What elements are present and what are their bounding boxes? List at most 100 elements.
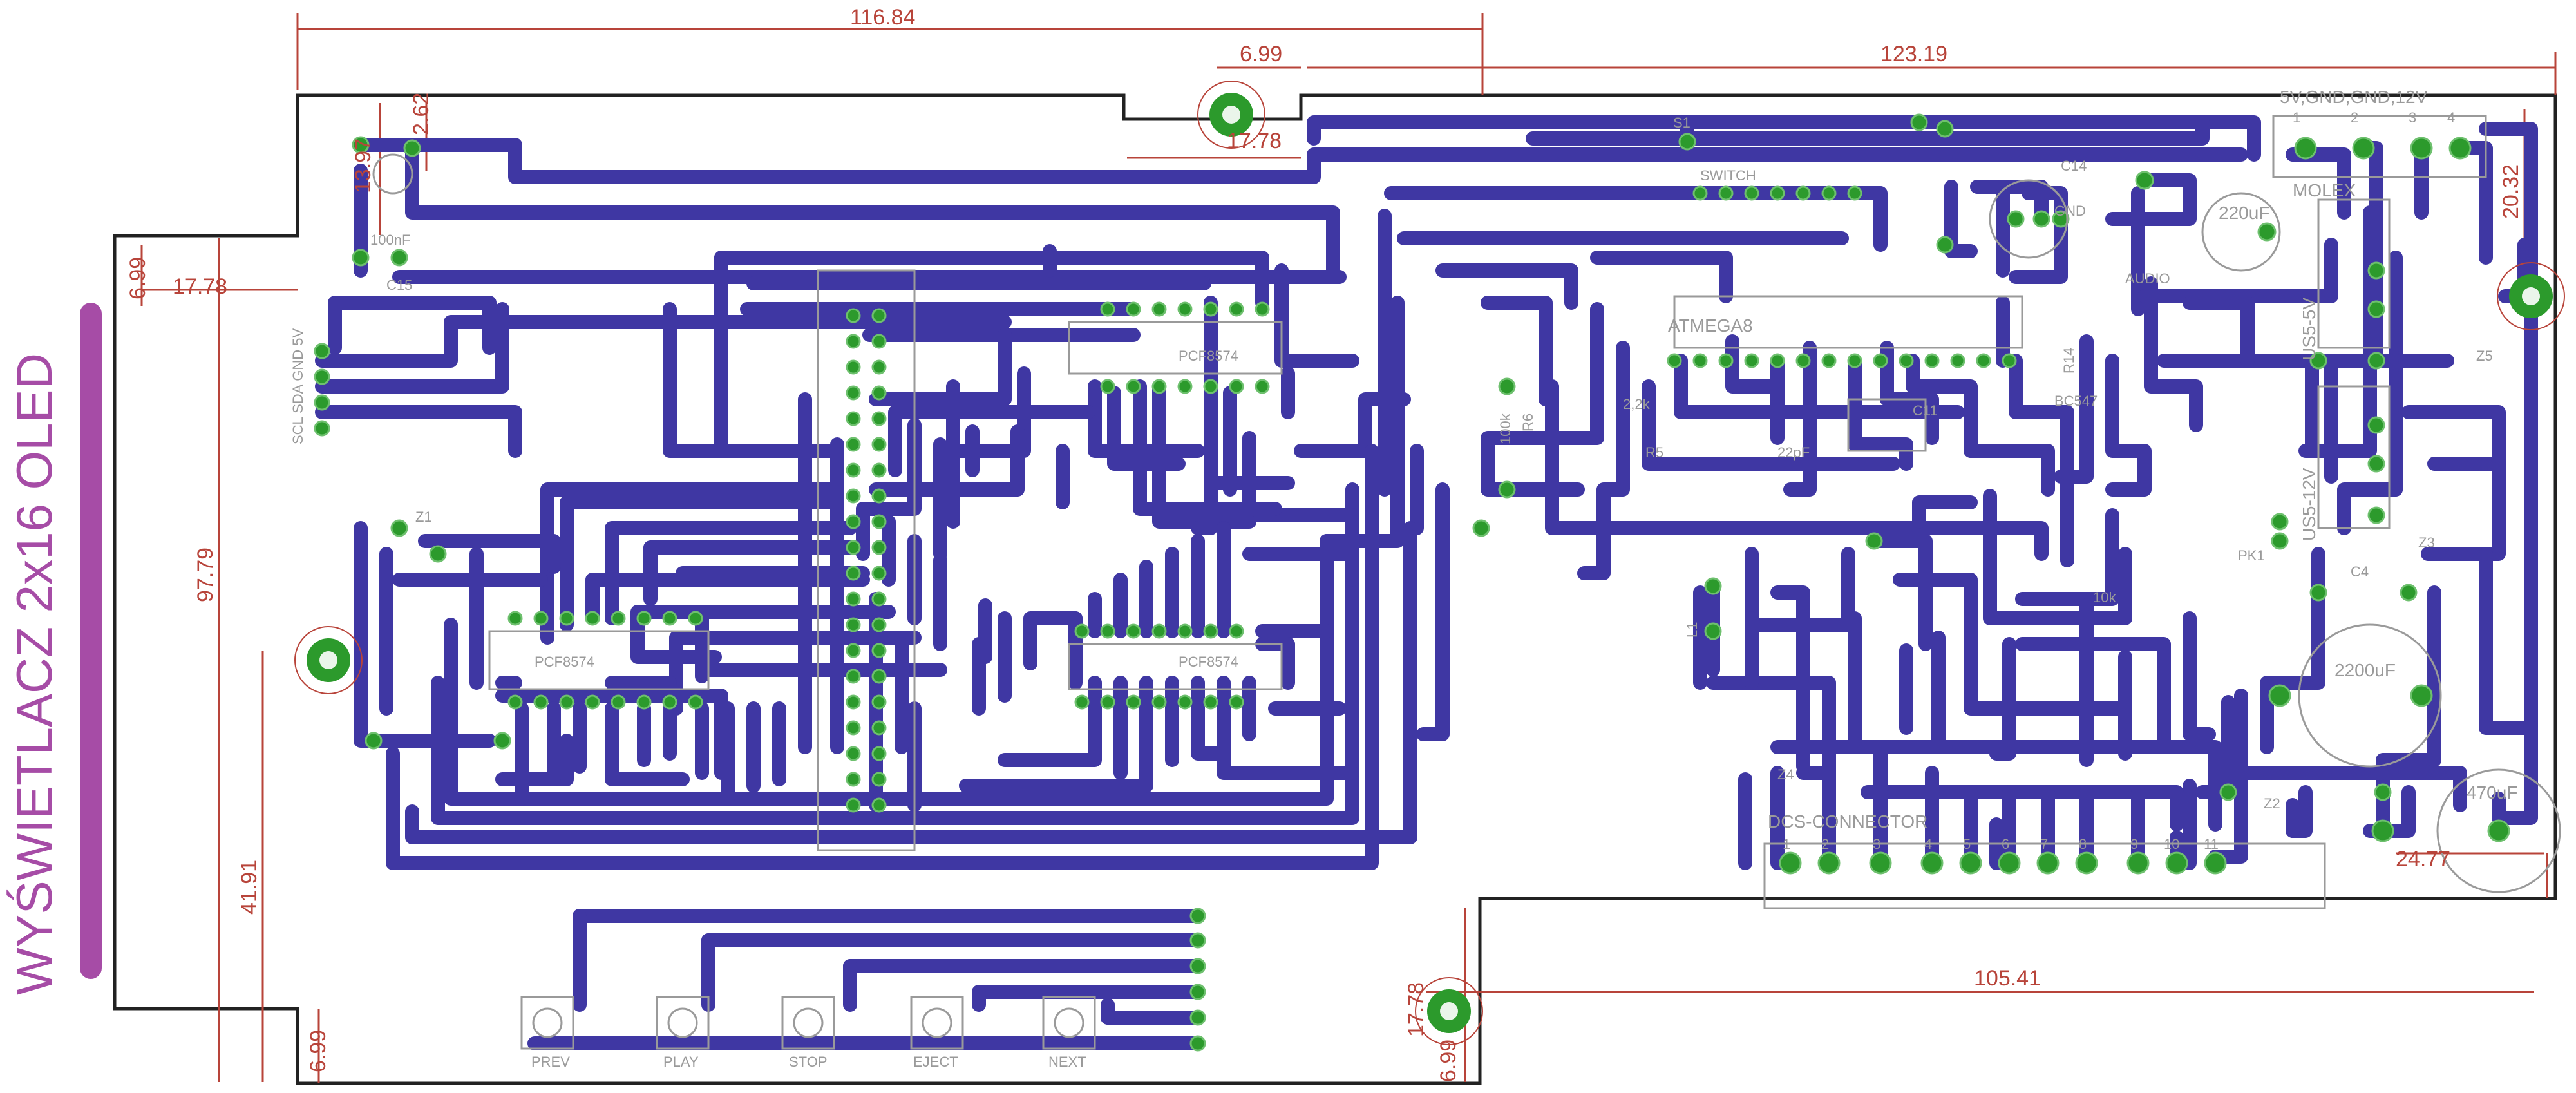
label-c15: C15 <box>386 277 412 293</box>
pads-misc <box>352 113 2510 842</box>
oled-display-bar <box>80 303 102 979</box>
label-cap-2200uf: 2200uF <box>2334 660 2396 680</box>
label-scl-header: SCL SDA GND 5V <box>290 328 306 444</box>
pin-number: 4 <box>2447 109 2455 126</box>
pads-power-header <box>2294 137 2472 160</box>
pin-number: 1 <box>1783 836 1790 852</box>
mounting-holes <box>294 81 2565 1045</box>
pads-idc <box>846 308 887 813</box>
label-switch: SWITCH <box>1700 167 1756 184</box>
label-cap-100nf: 100nF <box>370 232 410 248</box>
pin-number: 1 <box>2293 109 2300 126</box>
button-next <box>1042 996 1096 1050</box>
label-c4: C4 <box>2351 564 2369 580</box>
dim-20-32: 20.32 <box>2499 164 2523 219</box>
dim-6-99-bottom-r: 6.99 <box>1436 1040 1461 1082</box>
board-outline <box>113 93 2557 1085</box>
label-r10k: 10k <box>2093 589 2116 605</box>
label-us5-5v: US5-5V <box>2299 298 2319 361</box>
pin-number: 3 <box>2409 109 2416 126</box>
label-r6: R6 <box>1520 413 1536 432</box>
pin-number: 9 <box>2130 836 2138 852</box>
pin-number: 10 <box>2164 836 2179 852</box>
dim-6-99-top: 6.99 <box>1240 42 1282 66</box>
label-dcs-connector: DCS-CONNECTOR <box>1768 812 1927 832</box>
pin-number: 8 <box>2079 836 2087 852</box>
pin-number: 3 <box>1873 836 1880 852</box>
button-label-stop: STOP <box>789 1054 828 1070</box>
button-label-play: PLAY <box>663 1054 699 1070</box>
pin-number: 11 <box>2204 836 2219 852</box>
label-r14: R14 <box>2061 348 2077 374</box>
pin-number: 2 <box>1821 836 1829 852</box>
pads-button-header <box>1189 908 1206 1052</box>
pads-pcf-left <box>507 611 703 710</box>
button-play <box>656 996 710 1050</box>
dim-97-79: 97.79 <box>193 547 218 602</box>
button-label-prev: PREV <box>531 1054 570 1070</box>
label-c14: C14 <box>2061 158 2087 174</box>
label-gnd: GND <box>2054 203 2086 219</box>
label-z4: Z4 <box>1777 766 1794 783</box>
dim-6-99-bottom: 6.99 <box>306 1030 330 1072</box>
label-pk1: PK1 <box>2238 547 2265 564</box>
dim-13-97: 13.97 <box>351 138 375 193</box>
mounting-hole-bottom <box>1415 977 1483 1045</box>
label-r5: R5 <box>1645 444 1663 461</box>
board-title: WYŚWIETLACZ 2x16 OLED <box>6 353 62 995</box>
pin-number: 4 <box>1924 836 1932 852</box>
dim-17-78-bottom: 17.78 <box>1404 982 1428 1037</box>
mounting-hole-left <box>294 626 363 694</box>
dim-6-99-left: 6.99 <box>126 257 150 299</box>
label-l1: L1 <box>1684 622 1700 638</box>
pin-number: 6 <box>2002 836 2009 852</box>
dim-105-41: 105.41 <box>1974 966 2041 991</box>
label-power-connector: 5V,GND,GND,12V <box>2280 87 2428 107</box>
label-cap-220uf: 220uF <box>2219 203 2269 223</box>
dimension-lines <box>140 13 2557 1083</box>
dim-116-84: 116.84 <box>850 5 915 30</box>
dim-123-19: 123.19 <box>1880 42 1947 66</box>
button-label-next: NEXT <box>1048 1054 1086 1070</box>
button-stop <box>781 996 835 1050</box>
idc-header-outline <box>817 269 916 851</box>
label-atmega: ATMEGA8 <box>1668 316 1753 336</box>
pin-number: 5 <box>1963 836 1971 852</box>
button-prev <box>520 996 574 1050</box>
label-z2: Z2 <box>2264 795 2280 812</box>
dim-17-78-left: 17.78 <box>173 274 227 299</box>
label-z3: Z3 <box>2418 535 2435 551</box>
label-molex: MOLEX <box>2293 180 2356 200</box>
pads-pcf-mid <box>1074 623 1244 710</box>
pin-number: 7 <box>2040 836 2048 852</box>
mounting-hole-right <box>2497 262 2565 330</box>
label-s1: S1 <box>1673 115 1690 131</box>
dim-2-62: 2.62 <box>409 93 433 135</box>
label-audio: AUDIO <box>2125 271 2170 287</box>
label-pcf-left: PCF8574 <box>535 654 594 670</box>
traces <box>315 115 2538 1050</box>
pads-connector-dcs <box>1779 851 2227 875</box>
dim-24-77: 24.77 <box>2396 847 2450 871</box>
silkscreen-outlines <box>372 115 2561 909</box>
pads <box>314 113 2510 1052</box>
dim-41-91: 41.91 <box>237 860 261 915</box>
label-c11: C11 <box>1913 403 1938 419</box>
label-pcf-mid: PCF8574 <box>1179 654 1238 670</box>
label-z1: Z1 <box>415 509 432 525</box>
label-us5-12v: US5-12V <box>2299 468 2319 541</box>
label-pcf-top: PCF8574 <box>1179 348 1238 364</box>
button-eject <box>910 996 964 1050</box>
label-bc547: BC547 <box>2054 393 2098 409</box>
pads-pcf-top <box>1100 301 1270 394</box>
label-cap-22pf: 22pF <box>1777 444 1810 461</box>
pads-scl-header <box>314 343 330 437</box>
pads-atmega <box>1667 185 2017 368</box>
label-r22k: 2,2k <box>1623 396 1651 412</box>
button-label-eject: EJECT <box>913 1054 958 1070</box>
label-cap-470uf: 470uF <box>2467 783 2517 803</box>
label-r100k: 100k <box>1497 413 1513 444</box>
label-z5: Z5 <box>2476 348 2493 364</box>
